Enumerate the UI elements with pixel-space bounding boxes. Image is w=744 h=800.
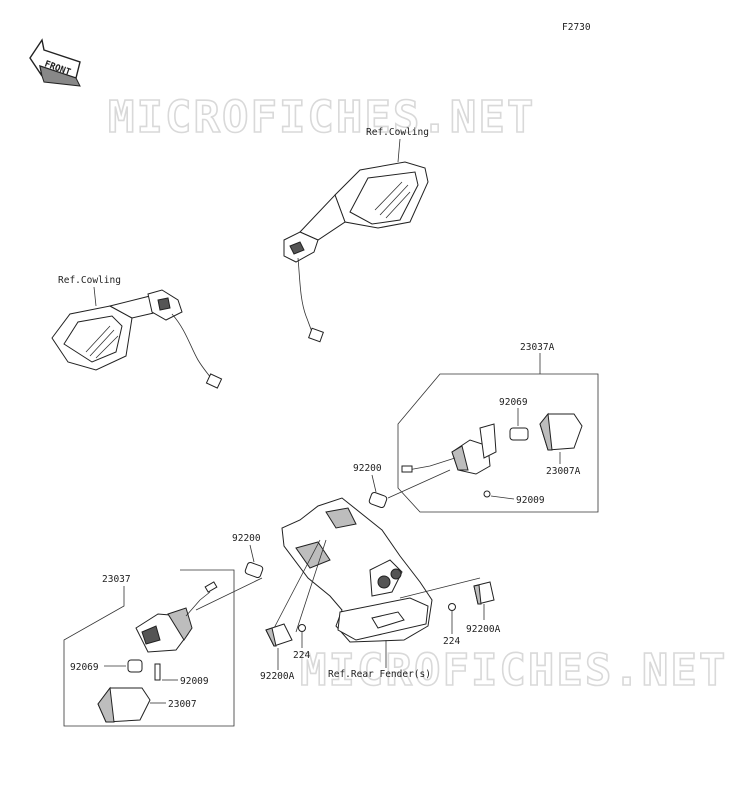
grommet-92200-right: 92200 bbox=[353, 463, 451, 509]
turn-signal-right-assembly: 23037A 92069 23007A 92009 bbox=[397, 342, 599, 513]
part-23007-label: 23007 bbox=[168, 699, 197, 710]
bracket-left-224: 224 92200A bbox=[260, 623, 310, 682]
part-92200-b-label: 92200 bbox=[232, 533, 261, 544]
part-224-b-label: 224 bbox=[443, 636, 460, 647]
diagram-code: F2730 bbox=[562, 22, 591, 33]
part-92069-b-label: 92069 bbox=[70, 662, 99, 673]
mirror-right: Ref.Cowling bbox=[283, 127, 429, 343]
part-92009-b-label: 92009 bbox=[180, 676, 209, 687]
part-224-a-label: 224 bbox=[293, 650, 310, 661]
part-23007A-label: 23007A bbox=[546, 466, 581, 477]
ref-cowling-right-label: Ref.Cowling bbox=[366, 127, 429, 138]
part-92069-a-label: 92069 bbox=[499, 397, 528, 408]
part-92200-a-label: 92200 bbox=[353, 463, 382, 474]
part-23037-label: 23037 bbox=[102, 574, 131, 585]
rear-fender-bracket: Ref.Rear Fender(s) bbox=[271, 497, 481, 680]
part-92009-a-label: 92009 bbox=[516, 495, 545, 506]
bracket-right-224: 224 92200A bbox=[443, 581, 501, 647]
ref-rear-fender-label: Ref.Rear Fender(s) bbox=[328, 669, 431, 680]
watermark-bottom: MICROFICHES.NET bbox=[300, 645, 727, 696]
part-23037A-label: 23037A bbox=[520, 342, 555, 353]
watermark-top: MICROFICHES.NET bbox=[108, 92, 535, 143]
turn-signal-left-assembly: 23037 92069 92009 23007 bbox=[63, 569, 263, 727]
front-arrow-icon: FRONT bbox=[29, 38, 81, 87]
grommet-92200-left: 92200 bbox=[232, 533, 264, 579]
part-92200A-b-label: 92200A bbox=[466, 624, 501, 635]
part-92200A-a-label: 92200A bbox=[260, 671, 295, 682]
ref-cowling-left-label: Ref.Cowling bbox=[58, 275, 121, 286]
mirror-left: Ref.Cowling bbox=[51, 275, 223, 389]
